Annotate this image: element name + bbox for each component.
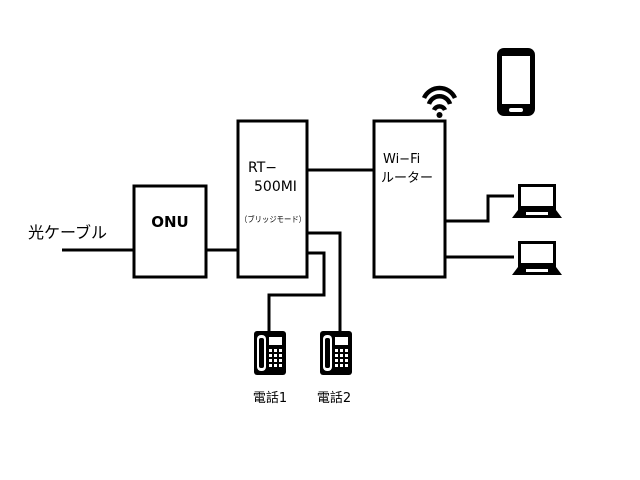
wifi-signal-icon xyxy=(421,85,458,118)
connection-lines xyxy=(62,168,514,334)
desk-phone-icon xyxy=(254,331,286,375)
router-to-phone1-line xyxy=(267,251,326,334)
smartphone-icon xyxy=(497,48,535,116)
fiber-cable-label: 光ケーブル xyxy=(28,223,107,242)
router-mode-label: （ブリッジモード） xyxy=(240,214,306,224)
wifi-to-laptop1-line xyxy=(445,194,514,223)
desk-phone-icon xyxy=(320,331,352,375)
phone1-label: 電話1 xyxy=(253,390,287,406)
laptop-icon xyxy=(512,184,562,218)
router-to-phone2-line xyxy=(307,231,342,334)
wifi-router-box xyxy=(372,119,447,279)
router-label-line1: RT− xyxy=(248,160,277,176)
router-label-line2: 500MI xyxy=(254,179,297,195)
router-box xyxy=(236,119,309,279)
wifi-router-label-line1: Wi−Fi xyxy=(383,152,420,167)
onu-box xyxy=(132,184,208,279)
laptop-icon xyxy=(512,241,562,275)
phone2-label: 電話2 xyxy=(317,390,351,406)
wifi-router-label-line2: ルーター xyxy=(381,171,433,186)
onu-label: ONU xyxy=(151,213,189,231)
